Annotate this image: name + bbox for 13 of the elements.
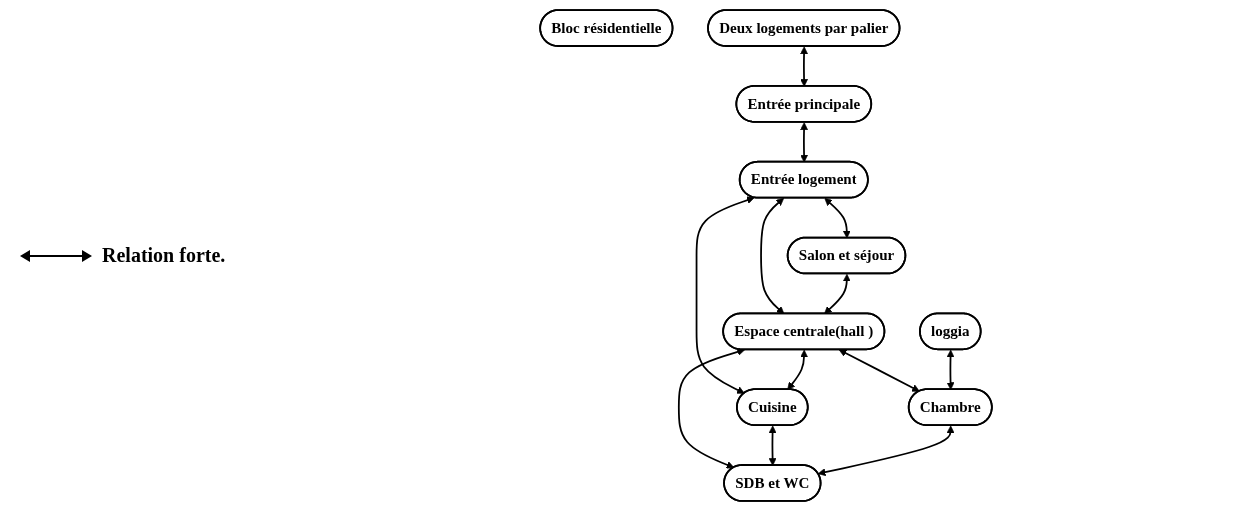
- arrow: [768, 425, 777, 466]
- arrow: [824, 197, 851, 239]
- arrow: [824, 273, 851, 315]
- arrow: [800, 46, 808, 87]
- arrow: [800, 122, 808, 163]
- arrow: [946, 349, 955, 390]
- arrow: [695, 196, 755, 394]
- arrow: [787, 349, 808, 390]
- arrow: [760, 197, 785, 315]
- arrow: [677, 348, 746, 469]
- arrow: [838, 349, 920, 392]
- legend-text: Relation forte.: [102, 244, 226, 267]
- arrow: [817, 425, 955, 477]
